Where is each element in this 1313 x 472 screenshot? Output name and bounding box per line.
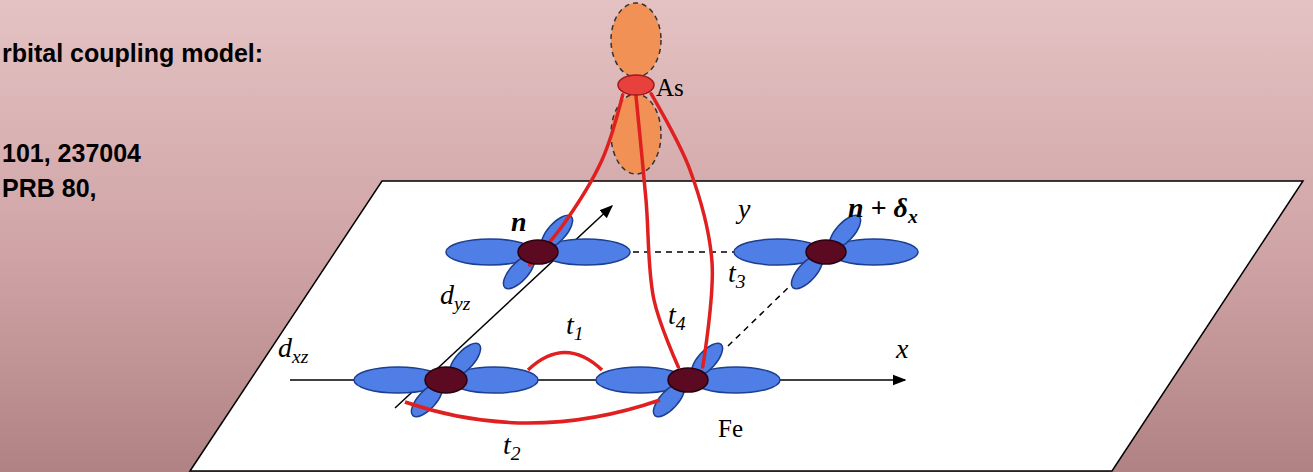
fe-atom — [425, 367, 467, 393]
symbol-base: n + δ — [848, 192, 908, 223]
atom-shape — [806, 240, 846, 264]
axis-label: x — [896, 334, 908, 365]
axes — [290, 206, 905, 408]
hopping-label: t1 — [566, 310, 584, 344]
atom-outline — [667, 367, 709, 393]
orbital-label: dxz — [278, 333, 308, 367]
orbital-lobes — [354, 210, 918, 421]
atom-outline — [517, 239, 559, 265]
symbol-base: d — [440, 279, 454, 310]
symbol-base: t — [503, 429, 511, 460]
slide-heading: rbital coupling model: — [2, 40, 263, 68]
symbol-base: t — [566, 309, 574, 340]
subscript: yz — [454, 293, 470, 314]
bond-line — [728, 284, 792, 346]
hopping-label: t3 — [728, 258, 746, 292]
reference-text: PRB 80, — [2, 175, 96, 203]
atom-label: n — [511, 207, 527, 238]
hopping-label: t4 — [668, 300, 686, 334]
atom-label: Fe — [718, 415, 743, 443]
subscript: 3 — [736, 271, 746, 292]
atom-label: n + δx — [848, 193, 918, 227]
atom-outline — [617, 74, 655, 96]
fe-atom: n + δx — [805, 239, 847, 265]
subscript: 2 — [511, 443, 521, 464]
subscript: 4 — [676, 313, 686, 334]
atom-shape — [618, 75, 654, 95]
as-pz-orbital — [611, 3, 661, 174]
reference-text: 101, 237004 — [2, 140, 141, 168]
subscript: x — [908, 206, 918, 227]
fe-atom: n — [517, 239, 559, 265]
atom-shape — [518, 240, 558, 264]
symbol-base: d — [278, 332, 292, 363]
orbital-label: dyz — [440, 280, 470, 314]
hopping-line — [651, 94, 712, 367]
axis-label: y — [738, 194, 750, 225]
hopping-label: t2 — [503, 430, 521, 464]
lattice-plane — [190, 181, 1303, 471]
symbol-base: t — [728, 257, 736, 288]
subscript: xz — [292, 346, 308, 367]
y-axis — [395, 206, 612, 408]
fe-atom: Fe — [667, 367, 709, 393]
symbol-base: t — [668, 299, 676, 330]
atom-label: As — [656, 74, 684, 102]
subscript: 1 — [574, 323, 584, 344]
as-atom: As — [617, 74, 655, 96]
hopping-line — [636, 96, 678, 367]
atom-outline — [805, 239, 847, 265]
atom-shape — [668, 368, 708, 392]
hopping-line — [530, 95, 623, 265]
hopping-line — [405, 400, 660, 423]
hopping-line — [528, 353, 602, 371]
orbital-lobe — [611, 3, 661, 77]
